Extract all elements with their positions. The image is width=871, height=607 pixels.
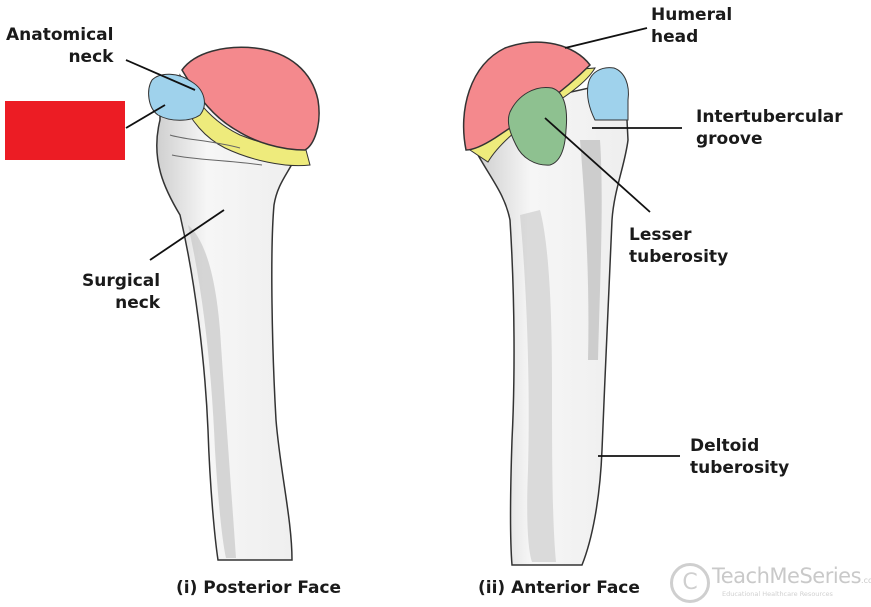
watermark-tagline: Educational Healthcare Resources: [722, 590, 833, 598]
label-lesser-tuberosity: Lesser tuberosity: [629, 224, 728, 268]
teachmeseries-watermark: C TeachMeSeries.com Educational Healthca…: [668, 562, 868, 604]
copyright-icon: C: [670, 563, 710, 603]
label-anatomical-neck: Anatomical neck: [6, 24, 113, 68]
caption-anterior-face: (ii) Anterior Face: [478, 578, 640, 598]
caption-posterior-face: (i) Posterior Face: [176, 578, 341, 598]
label-intertubercular-groove: Intertubercular groove: [696, 106, 843, 150]
label-surgical-neck: Surgical neck: [82, 270, 160, 314]
anterior-humerus: [464, 42, 629, 565]
posterior-humerus: [149, 47, 319, 560]
label-humeral-head: Humeral head: [651, 4, 732, 48]
anterior-greater-tubercle: [587, 68, 628, 120]
redacted-label-box: [5, 101, 125, 160]
leader-humeral-head: [565, 28, 647, 48]
watermark-brand: TeachMeSeries.com: [712, 564, 871, 588]
label-deltoid-tuberosity: Deltoid tuberosity: [690, 435, 789, 479]
